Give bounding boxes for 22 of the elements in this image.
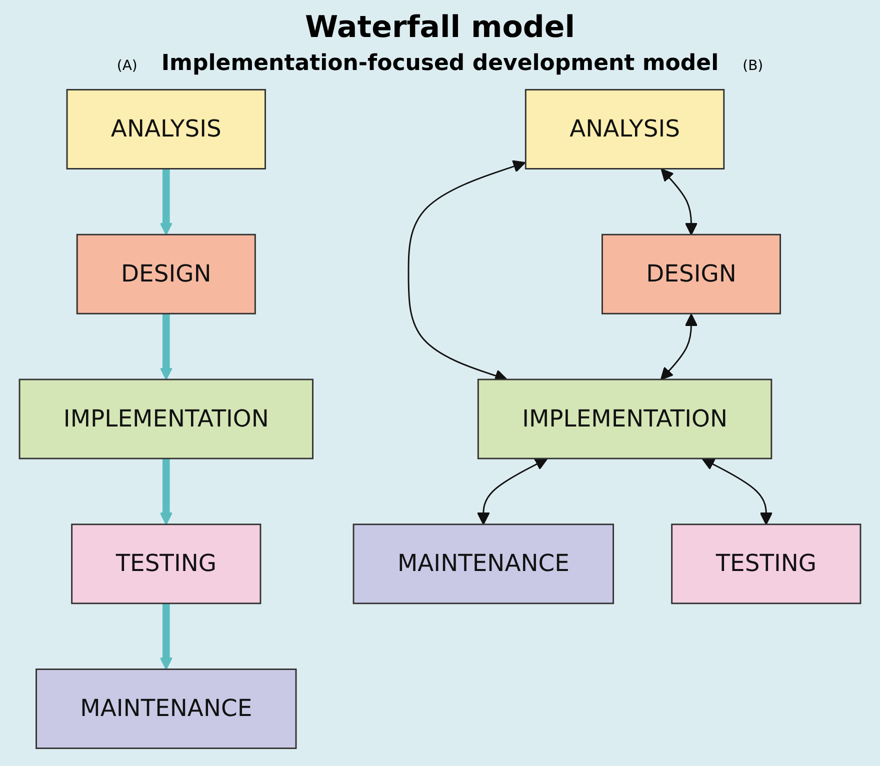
arrow [160, 168, 173, 236]
node-box: TESTING [71, 524, 262, 604]
node-box: ANALYSIS [524, 88, 725, 170]
node-box: TESTING [671, 524, 862, 604]
node-box: DESIGN [76, 234, 256, 314]
arrow [660, 314, 698, 380]
arrow [660, 168, 698, 236]
node-box: ANALYSIS [66, 88, 266, 170]
heading: Implementation-focused development model [161, 51, 719, 76]
node-box: IMPLEMENTATION [18, 378, 314, 460]
arrow [160, 603, 173, 670]
title: Waterfall model [304, 10, 576, 45]
node-box: MAINTENANCE [352, 524, 614, 604]
panel-label: (B) [742, 58, 764, 74]
arrow [160, 314, 173, 380]
node-box: MAINTENANCE [36, 668, 297, 750]
arrow [160, 458, 173, 525]
panel-label: (A) [116, 58, 138, 74]
node-box: IMPLEMENTATION [477, 378, 772, 460]
arrow [702, 458, 773, 525]
arrow [476, 458, 548, 525]
node-box: DESIGN [601, 234, 782, 314]
